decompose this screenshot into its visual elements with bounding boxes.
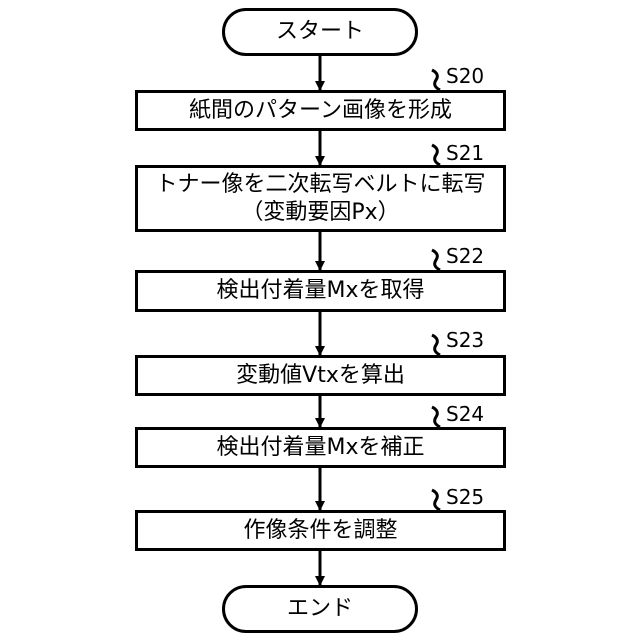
start-label: スタート [276,18,364,46]
step-s22-text: 検出付着量Mxを取得 [216,277,424,305]
leader-s25 [432,490,440,510]
step-id-s24: S24 [446,404,484,424]
step-s25-text: 作像条件を調整 [243,517,397,545]
step-s20-text: 紙間のパターン画像を形成 [189,97,452,125]
end-terminal: エンド [222,585,418,633]
leader-s24 [432,407,440,427]
step-s24: 検出付着量Mxを補正 [135,427,506,468]
step-id-s22: S22 [446,246,484,266]
step-s23-text: 変動値Vtxを算出 [236,362,405,390]
step-s21-text-line2: （変動要因Px） [241,199,399,227]
step-s23: 変動値Vtxを算出 [135,355,506,396]
step-id-s25: S25 [446,487,484,507]
leader-s23 [432,335,440,355]
leader-s20 [432,70,440,90]
leader-s21 [432,145,440,165]
step-id-s23: S23 [446,330,484,350]
step-s25: 作像条件を調整 [135,510,506,551]
leader-s22 [432,250,440,270]
step-s20: 紙間のパターン画像を形成 [135,90,506,131]
step-s22: 検出付着量Mxを取得 [135,270,506,312]
end-label: エンド [287,595,353,623]
step-s21: トナー像を二次転写ベルトに転写 （変動要因Px） [135,165,506,232]
step-id-s20: S20 [446,66,484,86]
step-s21-text-line1: トナー像を二次転写ベルトに転写 [155,171,485,199]
start-terminal: スタート [222,8,418,56]
step-id-s21: S21 [446,143,484,163]
step-s24-text: 検出付着量Mxを補正 [216,434,424,462]
